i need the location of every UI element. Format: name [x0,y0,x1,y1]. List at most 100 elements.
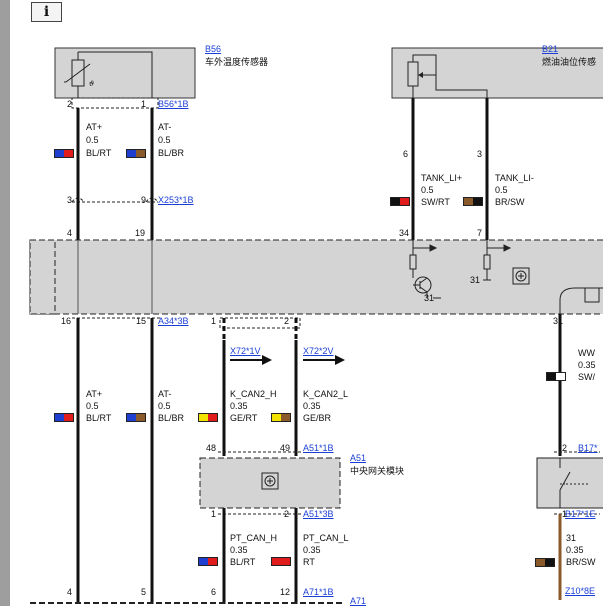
wire-signal-name: WW [578,348,595,358]
pin-number: 1 [562,509,568,519]
pin-number: 34 [399,228,410,238]
gateway-module-icon [261,472,279,490]
gateway-icon [512,267,530,285]
connector-link-a34-3b[interactable]: A34*3B [158,316,189,326]
pin-number: 31 [553,316,564,326]
ground-label: 31 [470,275,481,285]
connector-link-a51-1b[interactable]: A51*1B [303,443,334,453]
wire-signal-name: 31 [566,533,577,543]
arrow-x72-1v [262,355,272,365]
a51-component-link[interactable]: A51 [350,453,367,463]
wire-color-swatch [546,372,566,381]
swatch-segment [272,558,281,565]
connector-link-a51-3b[interactable]: A51*3B [303,509,334,519]
left-scroll-strip[interactable] [0,0,10,606]
wire-color-swatch [54,413,74,422]
b17-switch-box [536,457,603,509]
wire-signal-name: TANK_LI- [495,173,534,183]
swatch-segment [64,150,73,157]
pin-number: 1 [211,316,217,326]
connector-link-x72-1v[interactable]: X72*1V [230,346,261,356]
wire-color-code: GE/BR [303,413,332,423]
wire-color-code: BL/RT [86,413,112,423]
b56-sensor-box [54,47,196,99]
wire-signal-name: AT+ [86,122,103,132]
connector-link-x253-1b[interactable]: X253*1B [158,195,194,205]
transistor-icon [409,240,441,299]
info-button[interactable]: i [31,2,62,22]
connector-link-z10-8e[interactable]: Z10*8E [565,586,596,596]
wire-color-code: BL/BR [158,413,185,423]
swatch-segment [545,559,554,566]
ground-label: 31 [424,293,435,303]
wire-color-swatch [198,413,218,422]
pin-number: 9 [141,195,147,205]
swatch-segment [136,414,145,421]
wire-color-swatch [54,149,74,158]
swatch-segment [400,198,409,205]
swatch-segment [473,198,482,205]
connector-link-b56-1b[interactable]: B56*1B [158,99,189,109]
pin-number: 4 [67,587,73,597]
wire-gauge: 0.5 [158,401,171,411]
pin-number: 5 [141,587,147,597]
wire-gauge: 0.35 [578,360,596,370]
pin-number: 3 [67,195,73,205]
connector-link-x72-2v[interactable]: X72*2V [303,346,334,356]
main-module-left-cap [29,239,56,315]
pin-number: 1 [211,509,217,519]
swatch-segment [464,198,473,205]
wire-signal-name: TANK_LI+ [421,173,463,183]
svg-text:ϑ: ϑ [89,80,94,88]
pin-number: 1 [141,99,147,109]
wire-gauge: 0.35 [303,401,321,411]
swatch-segment [391,198,400,205]
wire-gauge: 0.5 [495,185,508,195]
a71-component-link[interactable]: A71 [350,596,367,606]
swatch-segment [55,414,64,421]
connector-bracket-b56 [71,97,159,109]
swatch-segment [281,558,290,565]
wire-color-code: BL/BR [158,148,185,158]
wire-gauge: 0.35 [303,545,321,555]
swatch-segment [199,414,208,421]
wire-color-swatch [271,413,291,422]
swatch-segment [556,373,565,380]
pin-number: 3 [477,149,483,159]
pin-number: 16 [61,316,72,326]
wire-color-code: BR/SW [566,557,596,567]
pin-number: 12 [280,587,291,597]
pin-number: 2 [67,99,73,109]
wire-color-code: GE/RT [230,413,258,423]
switch-icon-module [559,287,603,314]
connector-link-a71-1b[interactable]: A71*1B [303,587,334,597]
wire-color-code: SW/RT [421,197,450,207]
wire-signal-name: K_CAN2_L [303,389,349,399]
pin-number: 19 [135,228,146,238]
wire-color-swatch [126,413,146,422]
resistor-icon [483,240,512,281]
pin-number: 7 [477,228,483,238]
swatch-segment [64,414,73,421]
b56-component-link[interactable]: B56 [205,44,222,54]
wire-signal-name: K_CAN2_H [230,389,277,399]
wire-color-code: SW/ [578,372,595,382]
pin-number: 49 [280,443,291,453]
swatch-segment [136,150,145,157]
swatch-segment [208,558,217,565]
wire-color-swatch [271,557,291,566]
connector-link-b17[interactable]: B17* [578,443,598,453]
wire-gauge: 0.5 [421,185,434,195]
wire-color-swatch [390,197,410,206]
connector-link-b17-1e[interactable]: B17*1E [565,509,596,519]
b21-sensor-box [391,47,603,99]
pin-number: 15 [136,316,147,326]
connector-bracket-x72 [219,317,301,329]
wire-gauge: 0.5 [86,135,99,145]
b21-component-link[interactable]: B21 [542,44,559,54]
swatch-segment [281,414,290,421]
wire-signal-name: AT+ [86,389,103,399]
swatch-segment [547,373,556,380]
